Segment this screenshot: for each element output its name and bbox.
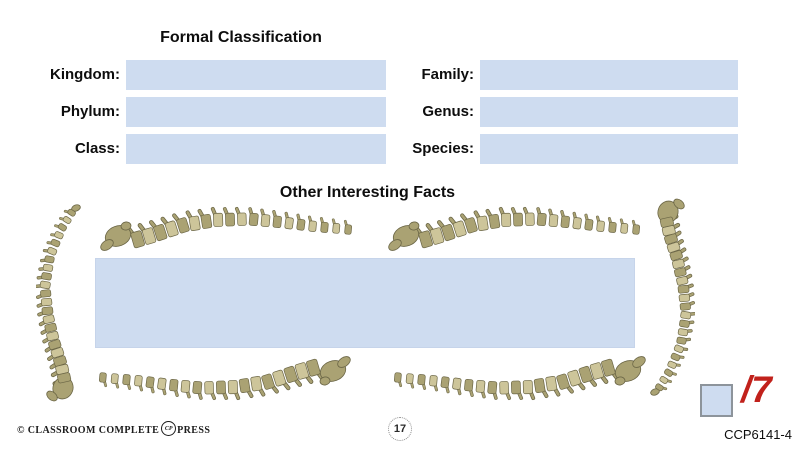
score-denominator: /7: [741, 369, 772, 410]
facts-textarea[interactable]: [95, 258, 635, 348]
publisher-logo-icon: CP: [161, 421, 177, 436]
family-input[interactable]: [480, 60, 738, 90]
class-input[interactable]: [126, 134, 386, 164]
spine-image-bottom-right: [386, 352, 650, 409]
spine-image-left: [36, 202, 91, 402]
publisher-credit: © CLASSROOM COMPLETE CP PRESS: [17, 421, 210, 439]
spine-image-right: [640, 198, 695, 398]
spine-image-top-right: [384, 198, 648, 255]
facts-heading: Other Interesting Facts: [279, 184, 456, 201]
score-input[interactable]: [700, 384, 733, 417]
genus-input[interactable]: [480, 97, 738, 127]
species-label: Species:: [412, 140, 474, 157]
phylum-input[interactable]: [126, 97, 386, 127]
class-label: Class:: [74, 140, 120, 157]
product-code: CCP6141-4: [724, 427, 792, 442]
genus-label: Genus:: [422, 103, 474, 120]
spine-image-bottom-left: [91, 352, 355, 409]
kingdom-label: Kingdom:: [50, 66, 120, 83]
spine-image-top-left: [96, 198, 360, 255]
phylum-label: Phylum:: [60, 103, 120, 120]
page-number-badge: 17: [388, 417, 412, 441]
species-input[interactable]: [480, 134, 738, 164]
publisher-name-left: © CLASSROOM COMPLETE: [17, 424, 160, 436]
classification-heading: Formal Classification: [160, 29, 322, 46]
kingdom-input[interactable]: [126, 60, 386, 90]
family-label: Family:: [421, 66, 474, 83]
publisher-name-right: PRESS: [177, 424, 211, 436]
